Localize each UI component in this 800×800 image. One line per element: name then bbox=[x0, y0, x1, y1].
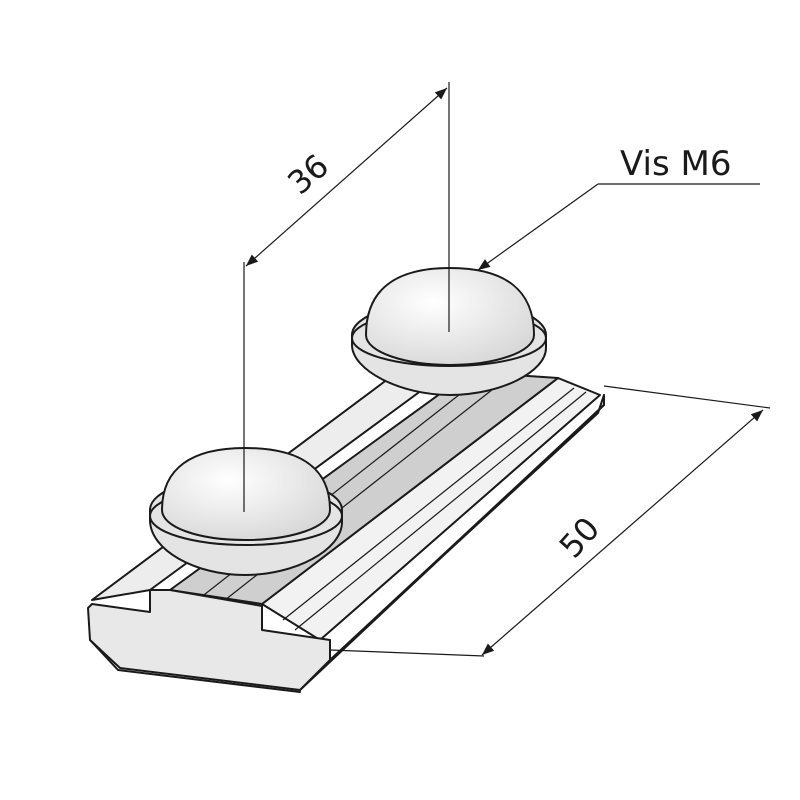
dimension-label-length: 50 bbox=[552, 510, 607, 566]
screw-rear-head bbox=[365, 267, 535, 366]
callout-leader-line bbox=[477, 183, 599, 271]
extension-line-length-front bbox=[329, 649, 485, 657]
screw-front bbox=[149, 447, 343, 576]
dimension-line-length bbox=[481, 409, 764, 656]
dimension-line-spacing bbox=[245, 87, 448, 267]
screw-front-head bbox=[161, 447, 331, 541]
callout-label: Vis M6 bbox=[620, 144, 731, 184]
callout-screw: Vis M6 bbox=[477, 144, 760, 271]
nut-front-profile bbox=[87, 589, 331, 691]
extension-line-length-back bbox=[603, 385, 771, 409]
nut-back-edge bbox=[329, 394, 605, 661]
nut-front-edge bbox=[89, 639, 301, 693]
screw-rear bbox=[351, 267, 547, 396]
